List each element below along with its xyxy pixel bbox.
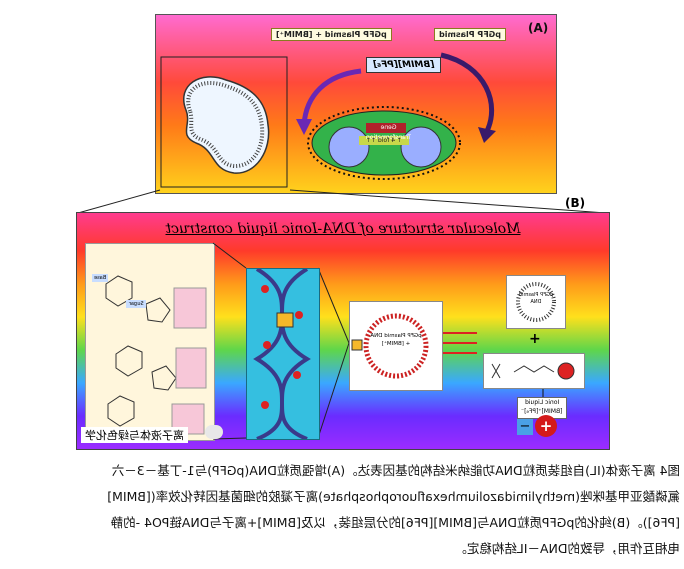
cell-right xyxy=(400,126,442,168)
large-plasmid-label: pGFP Plasmid DNA + [BMIM⁺] xyxy=(370,332,422,348)
caption: 图4 离子液体(IL)自组装质粒DNA功能纳米结构的基因表达。(A)增强质粒DN… xyxy=(4,458,680,562)
panel-a-drawing xyxy=(160,52,496,188)
large-plasmid-box: pGFP Plasmid DNA + [BMIM⁺] xyxy=(349,301,443,391)
caption-line-4: 电相互作用，导致的DNA－IL结构稳定。 xyxy=(454,541,680,556)
caption-line-2: 氟磷酸亚甲基咪唑(methylimidazoliumhexafluorophos… xyxy=(107,489,680,504)
chemical-structure-drawing xyxy=(92,274,207,435)
imidazolium-ring xyxy=(557,362,575,380)
ion-dot-4 xyxy=(293,371,301,379)
small-plasmid-ring xyxy=(516,282,556,322)
helix-to-ring-bottom xyxy=(317,342,350,439)
base-ring-2 xyxy=(115,345,143,377)
small-plasmid-label: pGFP Plasmid DNA xyxy=(517,292,555,306)
ion-dot-2 xyxy=(295,311,303,319)
fold-label-bg xyxy=(359,136,409,145)
ion-box-2 xyxy=(175,347,207,389)
arrow-right-head xyxy=(478,127,496,143)
transformation-ellipse-dots xyxy=(307,106,461,180)
helix-strand-1 xyxy=(255,267,311,441)
ion-dot-3 xyxy=(263,341,271,349)
panel-a-label: (A) xyxy=(528,21,549,35)
ionic-liquid-structure xyxy=(483,353,585,389)
base-ring-1 xyxy=(105,275,133,307)
tag-plasmid-bmim: pGFP Plasmid + [BMIM⁺] xyxy=(271,28,392,41)
plasmid-blob-outline xyxy=(183,76,270,174)
bmim-pf6-box: [BMIM][PF₆] xyxy=(366,57,442,73)
chem-to-helix-bottom xyxy=(212,437,247,440)
dna-helix-drawing xyxy=(253,267,311,441)
arrow-right-purple xyxy=(440,52,495,135)
helix-highlight xyxy=(276,312,294,328)
ion-dot-1 xyxy=(261,285,269,293)
caption-line-3: [PF6])。(B)纯化的pGFP质粒DNA与[BMIM][PF6]的分层组装，… xyxy=(110,515,680,530)
small-plasmid-box: pGFP Plasmid DNA xyxy=(506,275,566,329)
large-plasmid-ring xyxy=(363,313,429,379)
connector-left xyxy=(77,189,161,214)
caption-line-1: 图4 离子液体(IL)自组装质粒DNA功能纳米结构的基因表达。(A)增强质粒DN… xyxy=(111,463,680,478)
base-ring-3 xyxy=(107,395,135,427)
panel-a: (A) pGFP Plasmid + [BMIM⁺] pGFP Plasmid … xyxy=(155,14,557,194)
small-plasmid-drawing xyxy=(516,282,556,322)
plus-sign: + xyxy=(529,331,541,347)
anion-badge: − xyxy=(517,419,533,435)
helix-strand-2 xyxy=(253,267,309,441)
panel-b-label: (B) xyxy=(565,196,586,210)
sugar-ring-2 xyxy=(151,365,177,391)
panel-b: Molecular structure of DNA-Ionic liquid … xyxy=(76,212,610,450)
pf6-symbol xyxy=(491,363,501,379)
large-plasmid-drawing xyxy=(351,313,429,379)
connector-right xyxy=(289,189,607,214)
ion-dot-5 xyxy=(261,401,269,409)
il-label-line1: Ionic Liquid xyxy=(524,399,560,406)
watermark: 离子液体与绿色化学 xyxy=(81,427,188,443)
cation-badge: + xyxy=(535,415,557,437)
chem-to-helix-top xyxy=(212,242,247,269)
dna-helix-panel xyxy=(246,267,320,441)
watermark-text: 离子液体与绿色化学 xyxy=(85,429,184,442)
ionic-liquid-drawing xyxy=(491,362,575,380)
base-tag-bg xyxy=(92,274,108,282)
sugar-tag-bg xyxy=(126,300,146,308)
alkyl-chain xyxy=(513,365,555,373)
large-plasmid-label-text: pGFP Plasmid DNA + [BMIM⁺] xyxy=(370,333,422,347)
helix-to-ring-top xyxy=(317,267,350,344)
sugar-ring-1 xyxy=(145,297,171,323)
arrow-left-purple xyxy=(301,68,362,126)
tag-plasmid: pGFP Plasmid xyxy=(434,28,506,41)
large-plasmid-highlight xyxy=(351,339,363,351)
plasmid-inset-frame xyxy=(160,56,288,188)
small-plasmid-label-text: pGFP Plasmid DNA xyxy=(518,292,554,305)
chemical-structure-panel: Base Sugar xyxy=(85,243,215,441)
gene-label-bg xyxy=(366,123,406,133)
ion-box-1 xyxy=(173,287,207,329)
arrow-left-head xyxy=(296,119,312,135)
panel-b-connectors xyxy=(212,242,544,440)
watermark-logo xyxy=(205,425,223,439)
